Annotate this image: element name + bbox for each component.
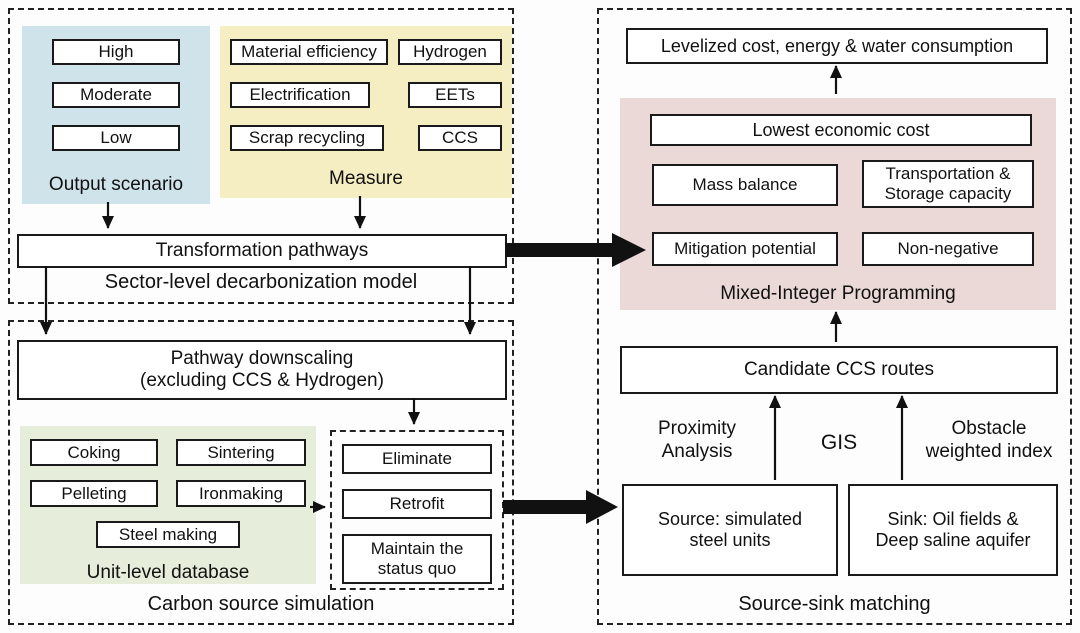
scenario-high-box: High bbox=[52, 39, 180, 65]
mitigation-potential-box: Mitigation potential bbox=[652, 232, 838, 266]
levelized-cost-box: Levelized cost, energy & water consumpti… bbox=[626, 28, 1048, 64]
unit-row: Coking Sintering bbox=[20, 439, 316, 466]
carbon-source-simulation-label: Carbon source simulation bbox=[147, 593, 375, 615]
decision-eliminate-box: Eliminate bbox=[342, 444, 492, 474]
transportation-storage-box: Transportation & Storage capacity bbox=[862, 160, 1034, 208]
pathway-downscaling-box: Pathway downscaling (excluding CCS & Hyd… bbox=[17, 340, 507, 400]
output-scenario-label: Output scenario bbox=[48, 174, 184, 195]
unit-decisions-group: Eliminate Retrofit Maintain the status q… bbox=[330, 430, 504, 590]
measure-panel: Material efficiency Hydrogen Electrifica… bbox=[220, 26, 512, 198]
mass-balance-box: Mass balance bbox=[652, 164, 838, 206]
sector-model-label: Sector-level decarbonization model bbox=[104, 271, 418, 293]
gis-label: GIS bbox=[820, 431, 858, 454]
unit-row: Pelleting Ironmaking bbox=[20, 480, 316, 507]
source-sink-matching-label: Source-sink matching bbox=[738, 593, 931, 615]
unit-sintering-box: Sintering bbox=[176, 439, 306, 466]
decision-maintain-box: Maintain the status quo bbox=[342, 534, 492, 584]
measure-electrification-box: Electrification bbox=[230, 82, 370, 108]
unit-steel-making-box: Steel making bbox=[96, 521, 240, 548]
source-simulated-steel-units-box: Source: simulated steel units bbox=[622, 484, 838, 576]
measure-row: Material efficiency Hydrogen bbox=[220, 39, 512, 65]
obstacle-weighted-index-label: Obstacle weighted index bbox=[925, 418, 1053, 462]
carbon-source-simulation-group: Pathway downscaling (excluding CCS & Hyd… bbox=[8, 320, 514, 625]
measure-material-efficiency-box: Material efficiency bbox=[230, 39, 388, 65]
candidate-ccs-routes-box: Candidate CCS routes bbox=[620, 346, 1058, 394]
measure-row: Electrification EETs bbox=[220, 82, 512, 108]
decision-retrofit-box: Retrofit bbox=[342, 489, 492, 519]
unit-pelleting-box: Pelleting bbox=[30, 480, 158, 507]
measure-ccs-box: CCS bbox=[418, 125, 502, 151]
unit-ironmaking-box: Ironmaking bbox=[176, 480, 306, 507]
unit-level-database-label: Unit-level database bbox=[86, 562, 250, 583]
measure-label: Measure bbox=[329, 168, 403, 189]
output-scenario-panel: High Moderate Low Output scenario bbox=[22, 26, 210, 204]
scenario-moderate-box: Moderate bbox=[52, 82, 180, 108]
transformation-pathways-box: Transformation pathways bbox=[17, 234, 507, 268]
mixed-integer-programming-panel: Lowest economic cost Mass balance Transp… bbox=[620, 98, 1056, 310]
source-sink-matching-group: Levelized cost, energy & water consumpti… bbox=[597, 8, 1072, 625]
measure-hydrogen-box: Hydrogen bbox=[398, 39, 502, 65]
unit-level-database-panel: Coking Sintering Pelleting Ironmaking St… bbox=[20, 426, 316, 584]
sink-oil-fields-aquifer-box: Sink: Oil fields & Deep saline aquifer bbox=[848, 484, 1058, 576]
measure-eets-box: EETs bbox=[408, 82, 502, 108]
mixed-integer-programming-label: Mixed-Integer Programming bbox=[720, 283, 956, 304]
non-negative-box: Non-negative bbox=[862, 232, 1034, 266]
unit-coking-box: Coking bbox=[30, 439, 158, 466]
unit-row: Steel making bbox=[20, 521, 316, 548]
measure-scrap-recycling-box: Scrap recycling bbox=[230, 125, 384, 151]
scenario-low-box: Low bbox=[52, 125, 180, 151]
measure-row: Scrap recycling CCS bbox=[220, 125, 512, 151]
lowest-economic-cost-box: Lowest economic cost bbox=[650, 114, 1032, 146]
proximity-analysis-label: Proximity Analysis bbox=[657, 418, 737, 462]
sector-model-group: High Moderate Low Output scenario Materi… bbox=[8, 8, 514, 304]
